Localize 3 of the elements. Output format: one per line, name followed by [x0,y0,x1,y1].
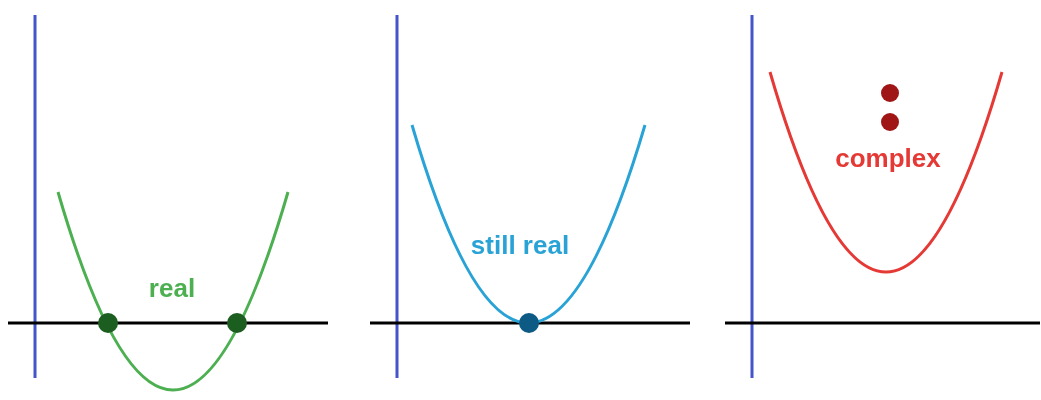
curve-label: still real [470,229,570,261]
curve-label: real [148,272,196,304]
curve-label: complex [835,142,941,174]
